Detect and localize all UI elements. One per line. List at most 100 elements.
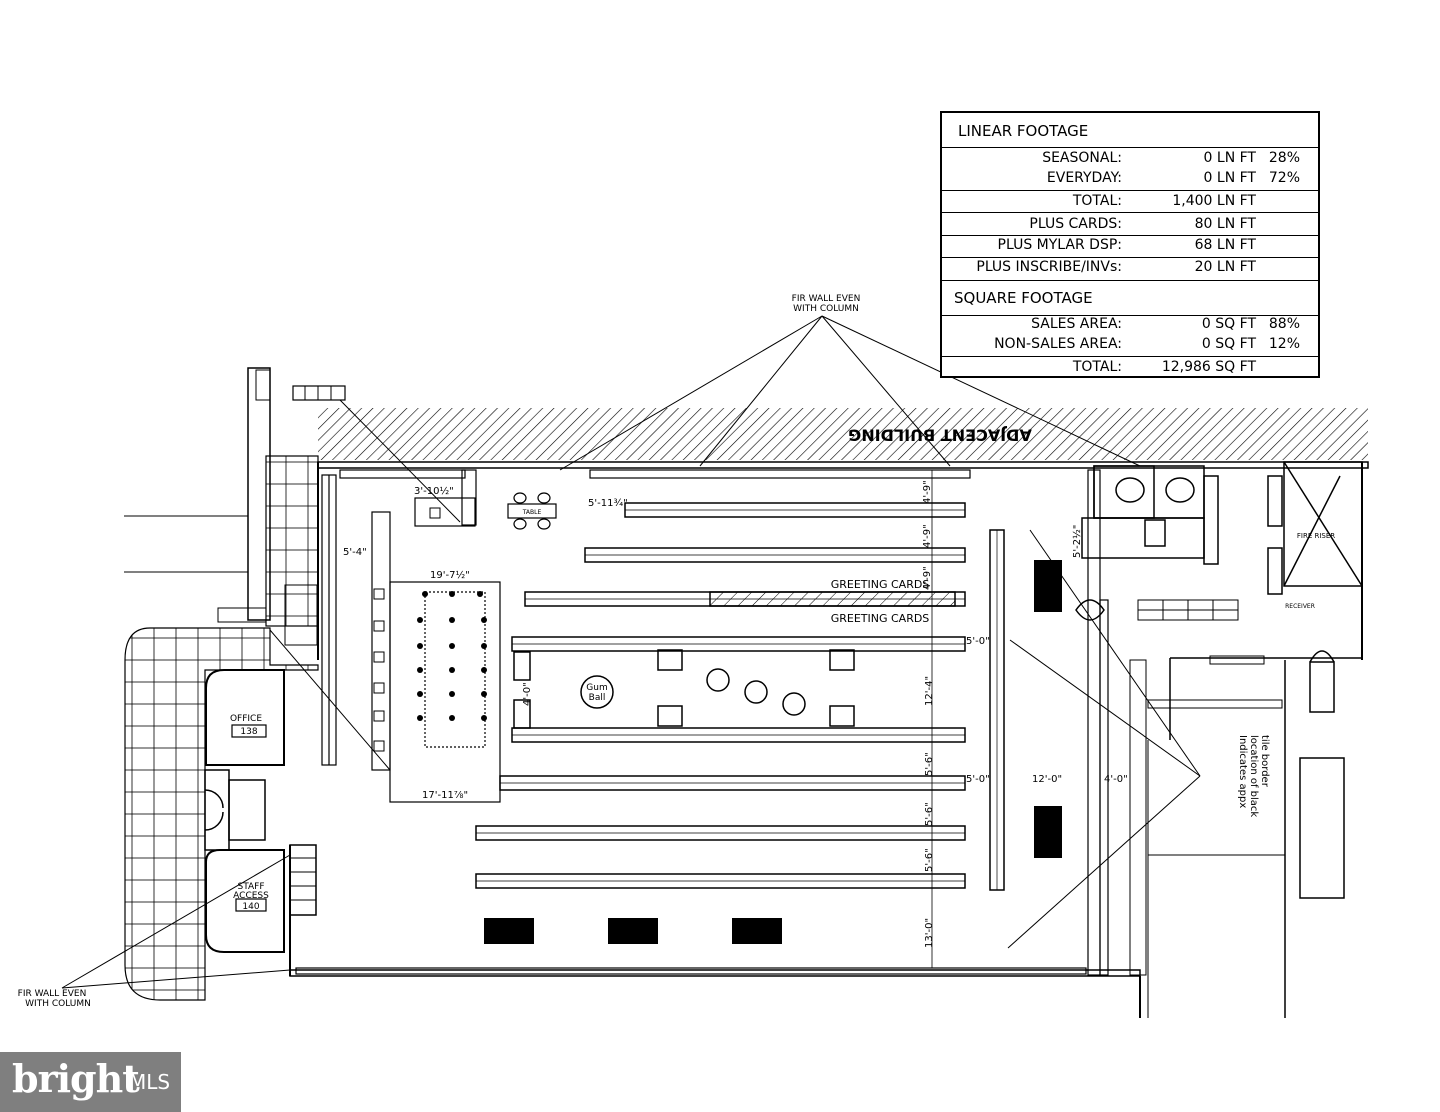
building-walls: [289, 461, 1369, 1018]
linear-row-seasonal: SEASONAL: 0 LN FT 28%: [942, 150, 1318, 170]
svg-text:12'-0": 12'-0": [1032, 774, 1062, 785]
row-label: SEASONAL:: [1042, 150, 1122, 166]
row-label: PLUS MYLAR DSP:: [997, 237, 1122, 253]
svg-text:5'-11¾": 5'-11¾": [588, 498, 628, 509]
staff-access-label-2: ACCESS: [233, 891, 269, 901]
leader-lines: [61, 315, 1201, 989]
office-number: 138: [240, 727, 257, 737]
row-percent: 12%: [1268, 336, 1300, 352]
watermark-suffix: MLS: [129, 1070, 171, 1094]
checkout-area: [371, 469, 501, 803]
greeting-cards-bottom-label: GREETING CARDS: [831, 612, 930, 625]
table-divider: [942, 212, 1318, 213]
fir-wall-note-top-2: WITH COLUMN: [793, 304, 859, 314]
gum-ball-label-2: Ball: [589, 693, 606, 703]
table-divider: [942, 190, 1318, 191]
table-set: [507, 492, 557, 530]
svg-text:17'-11⅞": 17'-11⅞": [422, 790, 468, 801]
row-value: 12,986 SQ FT: [1161, 359, 1256, 375]
svg-text:5'-6": 5'-6": [924, 848, 935, 872]
row-label: SALES AREA:: [1031, 316, 1122, 332]
row-label: TOTAL:: [1072, 193, 1122, 209]
row-label: EVERYDAY:: [1046, 170, 1122, 186]
svg-text:location of black: location of black: [1248, 735, 1259, 817]
svg-text:4'-0": 4'-0": [522, 682, 533, 706]
vestibule: [204, 769, 266, 851]
fir-wall-note-bottom-2: WITH COLUMN: [25, 999, 91, 1009]
row-value: 0 SQ FT: [1201, 316, 1256, 332]
svg-text:5'-0": 5'-0": [966, 636, 990, 647]
row-value: 0 SQ FT: [1201, 336, 1256, 352]
linear-row-total: TOTAL: 1,400 LN FT: [942, 193, 1318, 213]
office-label: OFFICE: [230, 714, 262, 724]
row-value: 20 LN FT: [1194, 259, 1256, 275]
svg-text:4'-0": 4'-0": [1104, 774, 1128, 785]
row-value: 1,400 LN FT: [1172, 193, 1256, 209]
row-value: 0 LN FT: [1203, 150, 1256, 166]
adjacent-building-hatch: [318, 408, 1368, 460]
table-divider: [942, 315, 1318, 316]
svg-text:3'-10½": 3'-10½": [414, 485, 454, 497]
tile-border-note: Indicates appx location of black tile bo…: [1237, 735, 1270, 817]
fir-wall-note-top-1: FIR WALL EVEN: [792, 294, 861, 304]
checkout-stations: [417, 591, 487, 721]
row-value: 68 LN FT: [1194, 237, 1256, 253]
svg-text:5'-6": 5'-6": [924, 802, 935, 826]
row-label: NON-SALES AREA:: [994, 336, 1122, 352]
register-markers: [373, 507, 441, 752]
greeting-card-fixture: [709, 591, 956, 607]
back-of-house: [1075, 461, 1363, 976]
svg-text:5'-6": 5'-6": [924, 752, 935, 776]
svg-text:5'-4": 5'-4": [343, 547, 367, 558]
receiver-label: RECEIVER: [1285, 603, 1315, 610]
table-divider: [942, 257, 1318, 258]
greeting-cards-top-label: GREETING CARDS: [831, 578, 930, 591]
linear-row-mylar: PLUS MYLAR DSP: 68 LN FT: [942, 237, 1318, 257]
square-row-sales: SALES AREA: 0 SQ FT 88%: [942, 316, 1318, 336]
table-divider: [942, 280, 1318, 281]
gum-ball-label-1: Gum: [586, 683, 607, 693]
row-label: PLUS CARDS:: [1029, 216, 1122, 232]
svg-text:4'-9": 4'-9": [922, 566, 933, 590]
svg-text:4'-9": 4'-9": [922, 524, 933, 548]
left-wall-shelving: [295, 469, 1109, 976]
fir-wall-note-bottom-1: FIR WALL EVEN: [18, 989, 87, 999]
staff-access-label-1: STAFF: [237, 882, 264, 892]
table-divider: [942, 356, 1318, 357]
svg-text:Indicates appx: Indicates appx: [1237, 735, 1248, 808]
dimension-labels: 3'-10½" 5'-4" 19'-7½" 17'-11⅞" 5'-11¾" 4…: [343, 480, 1128, 948]
adjacent-building-label: ADJACENT BUILDING: [848, 426, 1032, 445]
svg-text:tile border: tile border: [1259, 735, 1270, 788]
svg-text:13'-0": 13'-0": [924, 918, 935, 948]
watermark-logo: bright MLS: [0, 1052, 181, 1112]
staff-access-room: [205, 844, 317, 953]
linear-row-cards: PLUS CARDS: 80 LN FT: [942, 216, 1318, 236]
svg-text:5'-0": 5'-0": [966, 774, 990, 785]
linear-row-inscribe: PLUS INSCRIBE/INVs: 20 LN FT: [942, 259, 1318, 279]
floor-mats: [484, 560, 1062, 944]
row-percent: 28%: [1268, 150, 1300, 166]
row-percent: 88%: [1268, 316, 1300, 332]
table-divider: [942, 235, 1318, 236]
square-row-total: TOTAL: 12,986 SQ FT: [942, 359, 1318, 379]
square-footage-header: SQUARE FOOTAGE: [954, 289, 1093, 307]
center-island: [513, 649, 855, 729]
footage-table: LINEAR FOOTAGE SEASONAL: 0 LN FT 28% EVE…: [940, 111, 1320, 378]
row-value: 80 LN FT: [1194, 216, 1256, 232]
row-percent: 72%: [1268, 170, 1300, 186]
watermark-brand: bright: [12, 1056, 140, 1101]
svg-text:19'-7½": 19'-7½": [430, 569, 470, 581]
table-divider: [942, 147, 1318, 148]
table-label: TABLE: [522, 509, 542, 516]
row-label: PLUS INSCRIBE/INVs:: [976, 259, 1122, 275]
linear-footage-header: LINEAR FOOTAGE: [958, 122, 1089, 140]
svg-text:4'-9": 4'-9": [922, 480, 933, 504]
row-value: 0 LN FT: [1203, 170, 1256, 186]
office-room: [205, 669, 285, 766]
svg-text:12'-4": 12'-4": [924, 676, 935, 706]
row-label: TOTAL:: [1072, 359, 1122, 375]
staff-access-number: 140: [242, 902, 259, 912]
exterior-tiled-area: [124, 367, 346, 1001]
fire-riser-label: FIRE RISER: [1297, 532, 1335, 540]
